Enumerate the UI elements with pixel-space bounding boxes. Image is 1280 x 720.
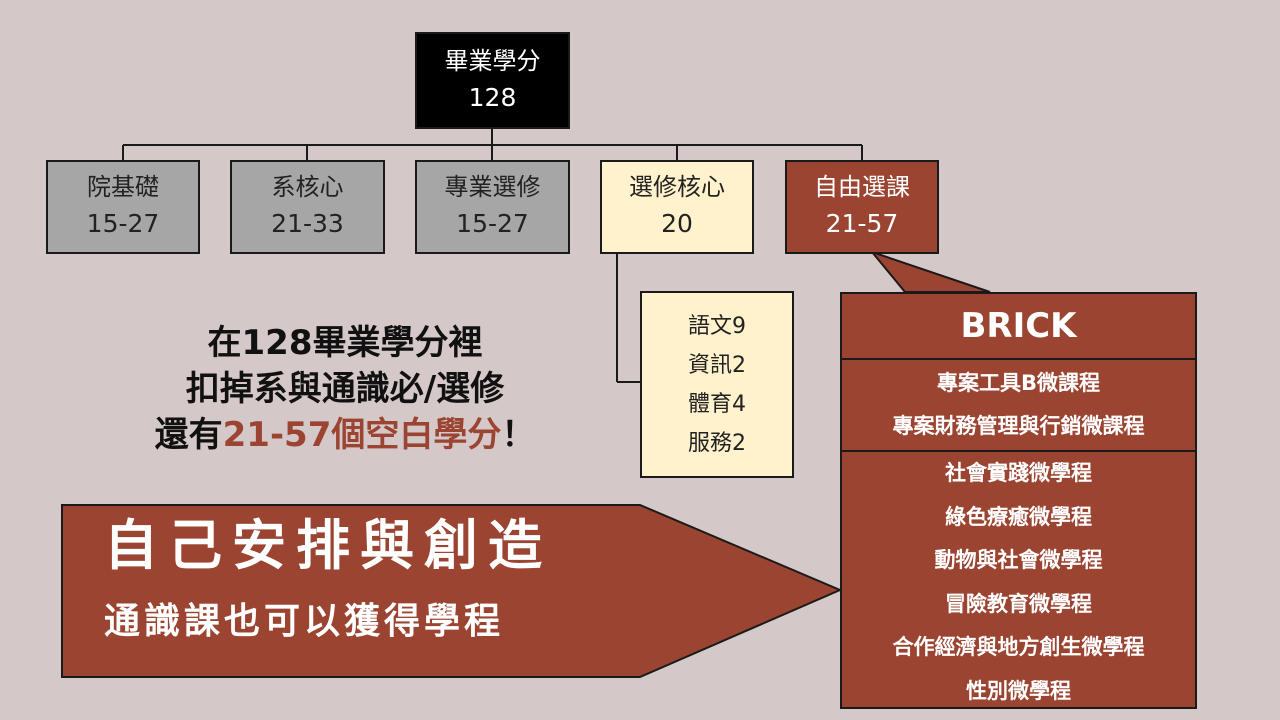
micro-course-section: 專案工具B微課程 專案財務管理與行銷微課程 — [842, 360, 1195, 452]
message-line-3-pre: 還有 — [154, 415, 223, 455]
slogan-arrow — [61, 504, 843, 678]
slogan: 自己安排與創造 通識課也可以獲得學程 — [62, 505, 642, 657]
brick-title: BRICK — [842, 294, 1195, 360]
category-node-free-elective: 自由選課 21-57 — [785, 160, 939, 254]
micro-program-item: 冒險教育微學程 — [945, 591, 1092, 616]
message-line-2: 扣掉系與通識必/選修 — [185, 369, 505, 409]
category-value: 21-33 — [271, 209, 344, 238]
category-value: 21-57 — [825, 209, 899, 238]
elective-core-item: 服務2 — [688, 430, 746, 456]
elective-core-item: 資訊2 — [688, 352, 746, 378]
micro-program-item: 合作經濟與地方創生微學程 — [892, 635, 1145, 659]
message-line-3: 還有21-57個空白學分！ — [95, 412, 595, 458]
category-node-dept-core: 系核心 21-33 — [230, 160, 385, 254]
central-message: 在128畢業學分裡 扣掉系與通識必/選修 還有21-57個空白學分！ — [95, 320, 595, 458]
micro-program-item: 綠色療癒微學程 — [945, 504, 1092, 529]
brick-panel: BRICK 專案工具B微課程 專案財務管理與行銷微課程 社會實踐微學程 綠色療癒… — [840, 292, 1197, 709]
root-value: 128 — [468, 82, 517, 112]
category-name: 專業選修 — [444, 173, 541, 201]
category-node-elective-core: 選修核心 20 — [600, 160, 754, 254]
micro-course-item: 專案工具B微課程 — [936, 370, 1100, 395]
category-node-major-elective: 專業選修 15-27 — [415, 160, 570, 254]
message-line-1: 在128畢業學分裡 — [207, 323, 483, 363]
micro-program-item: 社會實踐微學程 — [945, 461, 1092, 485]
category-value: 15-27 — [86, 209, 160, 238]
category-node-college-basic: 院基礎 15-27 — [46, 160, 200, 254]
category-value: 20 — [661, 209, 693, 238]
slogan-line-2: 通識課也可以獲得學程 — [104, 601, 505, 642]
micro-program-section: 社會實踐微學程 綠色療癒微學程 動物與社會微學程 冒險教育微學程 合作經濟與地方… — [842, 452, 1195, 713]
slogan-line-1: 自己安排與創造 — [104, 514, 552, 577]
elective-core-list: 語文9 資訊2 體育4 服務2 — [640, 291, 794, 478]
micro-program-item: 動物與社會微學程 — [934, 548, 1103, 572]
category-name: 院基礎 — [87, 173, 159, 201]
category-name: 系核心 — [271, 173, 344, 201]
category-name: 選修核心 — [629, 173, 725, 201]
elective-core-item: 體育4 — [688, 391, 746, 417]
category-value: 15-27 — [456, 209, 529, 238]
micro-course-item: 專案財務管理與行銷微課程 — [892, 414, 1145, 438]
message-line-3-post: ！ — [501, 415, 536, 455]
micro-program-item: 性別微學程 — [966, 678, 1071, 703]
elective-core-item: 語文9 — [688, 313, 746, 339]
root-node-total-credits: 畢業學分 128 — [415, 32, 570, 129]
root-title: 畢業學分 — [444, 46, 541, 75]
brick-pointer — [868, 249, 991, 293]
category-name: 自由選課 — [814, 173, 910, 201]
message-highlight: 21-57個空白學分 — [222, 415, 502, 455]
